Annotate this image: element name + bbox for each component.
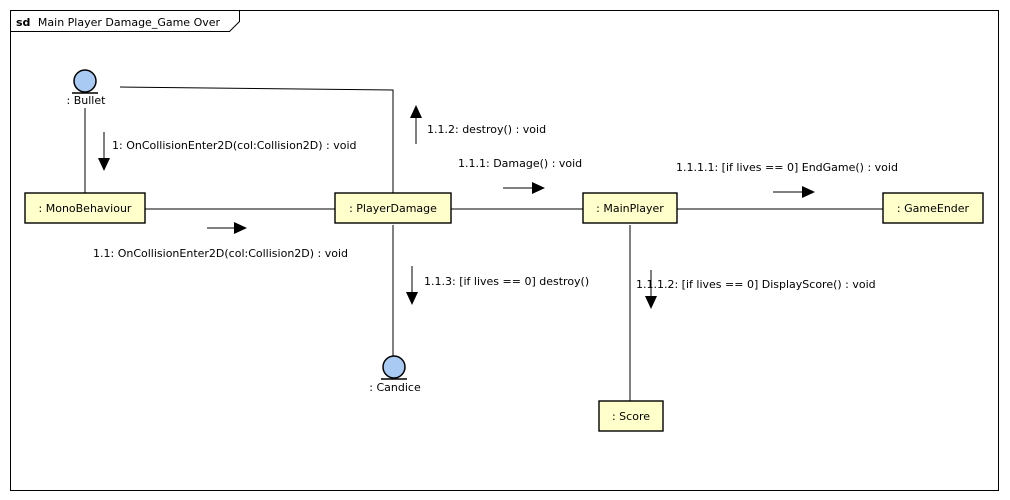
message-1-1-1-1-label: 1.1.1.1: [if lives == 0] EndGame() : voi… [676, 161, 898, 174]
message-1-1-1-2: 1.1.1.2: [if lives == 0] DisplayScore() … [636, 270, 876, 309]
lifeline-monobehaviour[interactable]: : MonoBehaviour [24, 192, 146, 224]
lifeline-candice[interactable]: : Candice [369, 355, 421, 394]
lifeline-score[interactable]: : Score [598, 400, 664, 432]
message-1-1-2: 1.1.2: destroy() : void [410, 105, 546, 144]
bullet-actor-icon [73, 69, 97, 93]
playerdamage-label: : PlayerDamage [349, 202, 437, 215]
message-1-1-label: 1.1: OnCollisionEnter2D(col:Collision2D)… [93, 247, 348, 260]
link-bullet-playerdamage [119, 86, 394, 193]
candice-label: : Candice [369, 381, 421, 394]
lifeline-mainplayer[interactable]: : MainPlayer [582, 192, 678, 224]
frame-title-tab [10, 10, 240, 32]
message-1-1-1-2-arrowhead [645, 296, 657, 309]
message-1-label: 1: OnCollisionEnter2D(col:Collision2D) :… [112, 139, 357, 152]
frame-title: sd Main Player Damage_Game Over [16, 16, 221, 29]
message-1-arrowhead [98, 158, 110, 171]
lifeline-bullet[interactable]: : Bullet [67, 69, 107, 107]
message-1-1-1-arrowhead [532, 182, 545, 194]
frame-keyword: sd [16, 16, 30, 29]
score-label: : Score [612, 410, 650, 423]
monobehaviour-label: : MonoBehaviour [39, 202, 132, 215]
message-1-1-3: 1.1.3: [if lives == 0] destroy() [406, 266, 589, 305]
diagram-frame [10, 10, 999, 491]
message-1: 1: OnCollisionEnter2D(col:Collision2D) :… [98, 132, 357, 171]
message-1-1-1-1: 1.1.1.1: [if lives == 0] EndGame() : voi… [676, 161, 898, 198]
gameender-label: : GameEnder [897, 202, 970, 215]
message-1-1-1: 1.1.1: Damage() : void [458, 157, 582, 194]
message-1-1-1-label: 1.1.1: Damage() : void [458, 157, 582, 170]
mainplayer-label: : MainPlayer [596, 202, 664, 215]
lifeline-playerdamage[interactable]: : PlayerDamage [334, 192, 452, 224]
message-1-1-3-arrowhead [406, 292, 418, 305]
message-1-1-2-label: 1.1.2: destroy() : void [427, 123, 546, 136]
message-1-1-arrowhead [234, 222, 247, 234]
candice-actor-icon [382, 355, 406, 379]
message-1-1-3-label: 1.1.3: [if lives == 0] destroy() [424, 275, 589, 288]
frame-title-text: Main Player Damage_Game Over [38, 16, 221, 29]
message-1-1: 1.1: OnCollisionEnter2D(col:Collision2D)… [93, 222, 348, 260]
message-1-1-2-arrowhead [410, 105, 422, 118]
message-1-1-1-2-label: 1.1.1.2: [if lives == 0] DisplayScore() … [636, 278, 876, 291]
message-1-1-1-1-arrowhead [802, 186, 815, 198]
lifeline-gameender[interactable]: : GameEnder [882, 192, 984, 224]
bullet-label: : Bullet [67, 94, 107, 107]
